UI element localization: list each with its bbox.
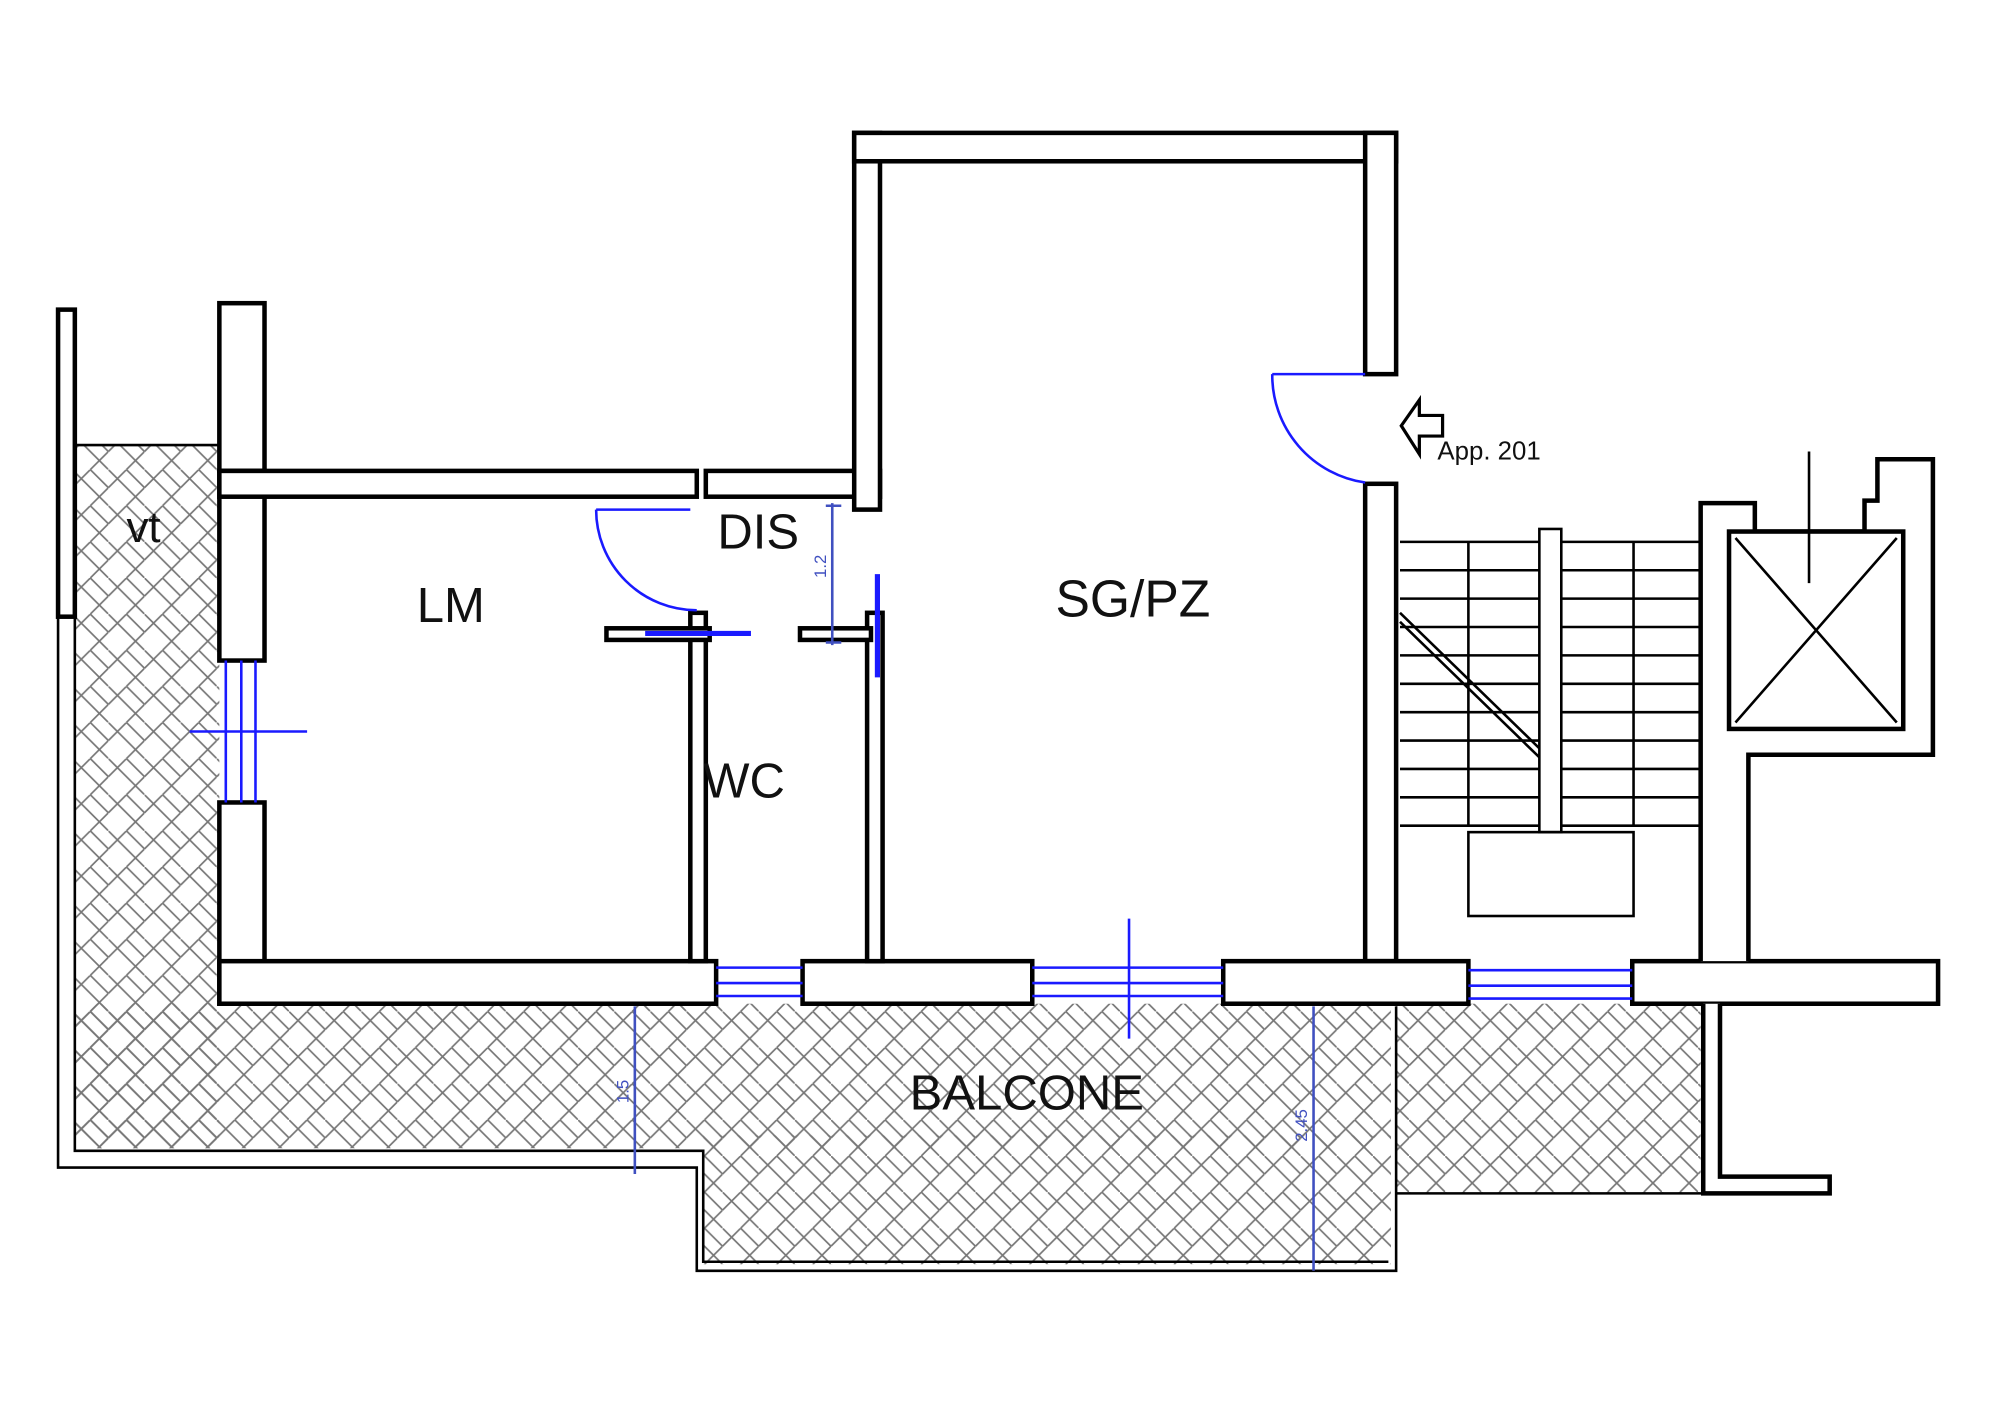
staircase	[1399, 527, 1701, 918]
entrance-arrow-icon	[1399, 394, 1445, 460]
room-label-lm: LM	[417, 579, 485, 633]
dim-dis-width: 1.2	[811, 555, 830, 578]
room-label-wc: WC	[703, 754, 785, 808]
doors	[594, 372, 1366, 678]
dimension-lines	[633, 503, 1315, 1271]
room-label-dis: DIS	[717, 505, 799, 559]
dim-balcony-right: 2.45	[1292, 1109, 1311, 1142]
elevator	[1726, 451, 1906, 732]
entrance-label: App. 201	[1437, 437, 1540, 465]
room-label-sgpz: SG/PZ	[1055, 570, 1210, 628]
room-label-balcone: BALCONE	[910, 1067, 1144, 1121]
dim-balcony-left: 1.5	[613, 1080, 632, 1103]
balcony-floor	[56, 443, 1704, 1273]
room-label-vt: vt	[126, 503, 160, 552]
windows	[189, 660, 1633, 1039]
